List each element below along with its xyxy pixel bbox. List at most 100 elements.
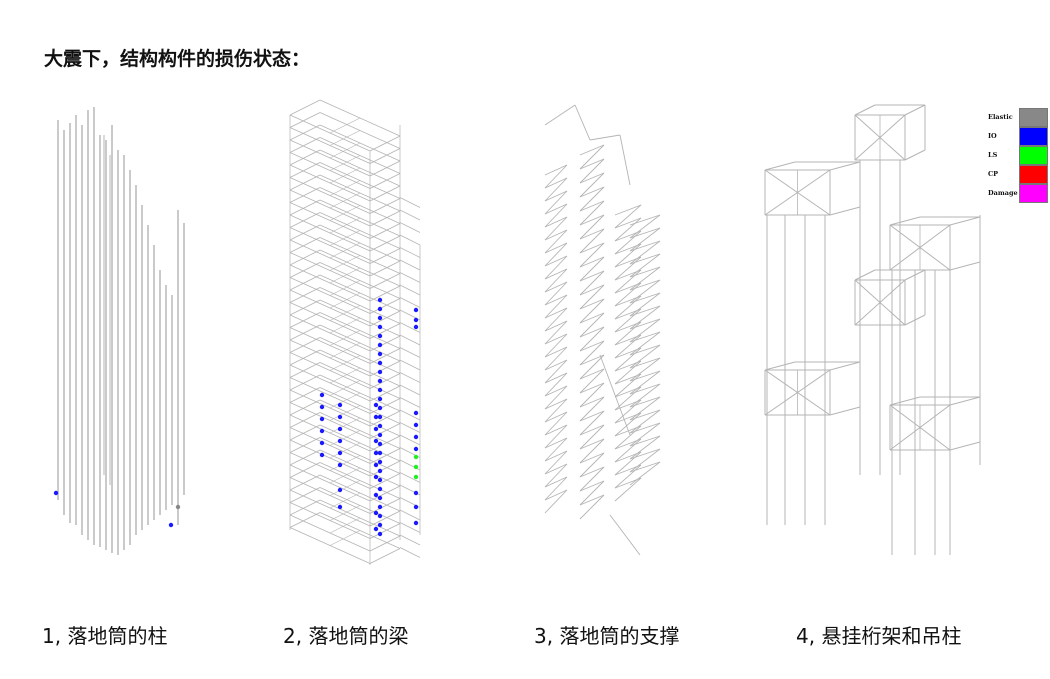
- member-line: [399, 372, 421, 383]
- member-line: [544, 307, 568, 332]
- member-line: [629, 240, 661, 265]
- member-line: [629, 279, 661, 304]
- legend-swatch: [1019, 107, 1048, 127]
- member-line: [629, 409, 661, 434]
- member-line: [399, 322, 421, 333]
- member-line: [544, 437, 568, 449]
- member-line: [614, 204, 642, 229]
- member-line: [289, 324, 321, 341]
- member-line: [544, 281, 568, 306]
- member-line: [329, 417, 361, 434]
- hinge-marker: [377, 324, 383, 330]
- member-line: [289, 249, 321, 266]
- member-line: [579, 410, 605, 422]
- member-line: [329, 167, 361, 184]
- member-line: [579, 158, 605, 184]
- member-line: [629, 435, 661, 447]
- member-line: [399, 384, 421, 396]
- panel-trusses: [755, 95, 995, 575]
- member-line: [329, 255, 361, 271]
- member-line: [579, 228, 605, 240]
- member-line: [579, 172, 605, 198]
- member-line: [904, 149, 926, 161]
- member-line: [369, 448, 401, 464]
- member-line: [544, 476, 568, 501]
- member-line: [629, 383, 661, 408]
- trusses-diagram: [764, 104, 981, 555]
- member-line: [614, 230, 642, 255]
- member-line: [329, 117, 361, 134]
- member-line: [579, 340, 605, 366]
- member-line: [399, 547, 421, 558]
- hinge-marker: [168, 522, 174, 528]
- member-line: [629, 227, 661, 252]
- member-line: [579, 438, 605, 464]
- member-line: [289, 274, 321, 291]
- member-line: [614, 399, 642, 424]
- member-line: [289, 424, 321, 441]
- member-line: [629, 422, 661, 447]
- member-line: [399, 397, 421, 408]
- legend-label: CP: [988, 170, 999, 178]
- caption-trusses: 4, 悬挂桁架和吊柱: [796, 624, 962, 648]
- hinge-marker: [377, 531, 383, 537]
- member-line: [544, 489, 568, 514]
- legend-swatch: [1019, 183, 1048, 203]
- member-line: [289, 462, 321, 478]
- member-line: [629, 357, 661, 382]
- member-line: [289, 412, 321, 428]
- member-line: [629, 422, 661, 434]
- member-line: [369, 360, 401, 377]
- legend-swatch: [1019, 164, 1048, 184]
- member-line: [544, 190, 568, 202]
- member-line: [329, 505, 361, 521]
- member-line: [904, 104, 926, 116]
- member-line: [629, 266, 661, 291]
- member-line: [614, 425, 642, 450]
- braces-diagram: [544, 104, 661, 556]
- member-line: [579, 298, 605, 324]
- member-line: [544, 268, 568, 280]
- member-line: [579, 452, 605, 478]
- member-line: [579, 144, 605, 170]
- member-line: [544, 450, 568, 462]
- member-line: [629, 396, 661, 421]
- legend-item-damage: Damage: [988, 183, 1048, 203]
- member-line: [764, 161, 796, 171]
- member-line: [289, 124, 321, 141]
- member-line: [329, 455, 361, 471]
- member-line: [329, 142, 361, 159]
- member-line: [544, 294, 568, 319]
- hinge-marker: [377, 360, 383, 366]
- member-line: [629, 461, 661, 486]
- member-line: [289, 487, 321, 503]
- legend-item-io: IO: [988, 126, 1048, 146]
- member-line: [579, 284, 605, 296]
- member-line: [579, 200, 605, 226]
- member-line: [329, 530, 361, 546]
- member-line: [629, 240, 661, 252]
- member-line: [579, 284, 605, 310]
- member-line: [629, 214, 661, 226]
- member-line: [829, 361, 861, 371]
- member-line: [289, 112, 321, 128]
- member-line: [544, 268, 568, 293]
- hinge-marker: [337, 450, 343, 456]
- member-line: [544, 216, 568, 241]
- member-line: [544, 424, 568, 436]
- panel-beams: [280, 95, 440, 575]
- member-line: [329, 155, 361, 171]
- member-line: [829, 161, 861, 171]
- member-line: [579, 326, 605, 338]
- hinge-marker: [377, 423, 383, 429]
- member-line: [544, 333, 568, 345]
- hinge-marker: [337, 438, 343, 444]
- member-line: [579, 228, 605, 254]
- member-line: [329, 367, 361, 384]
- member-line: [329, 392, 361, 409]
- member-line: [289, 199, 321, 216]
- member-line: [949, 396, 981, 406]
- member-line: [399, 534, 421, 546]
- member-line: [369, 235, 401, 252]
- hinge-marker: [319, 404, 325, 410]
